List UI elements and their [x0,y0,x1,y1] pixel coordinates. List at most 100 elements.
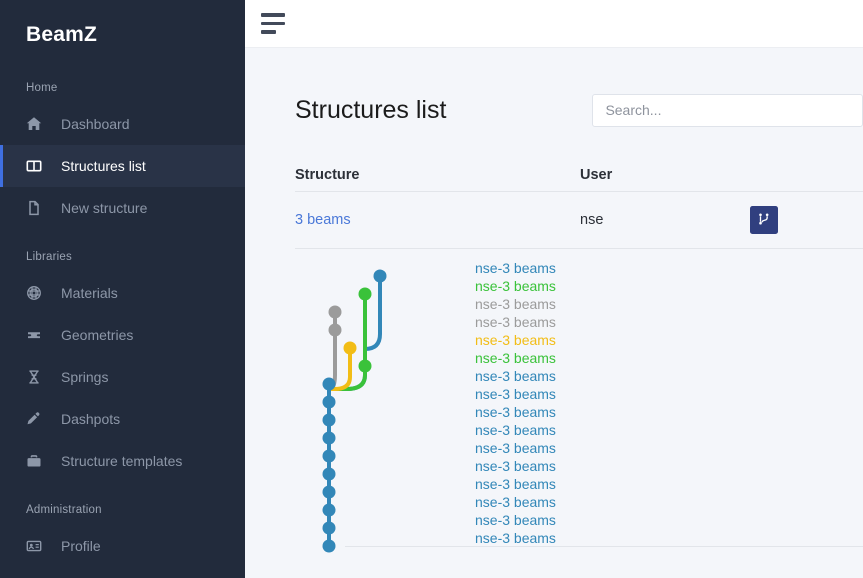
sidebar-item-label-profile: Profile [61,538,101,554]
commit-node[interactable] [358,287,372,301]
commit-label[interactable]: nse-3 beams [475,332,556,348]
commit-label[interactable]: nse-3 beams [475,530,556,546]
sidebar: BeamZ Home Dashboard Structures list [0,0,245,578]
sidebar-section-administration: Administration Profile [0,492,245,567]
brand-text: BeamZ [26,23,98,46]
commit-label[interactable]: nse-3 beams [475,314,556,330]
commit-node[interactable] [322,395,336,409]
commit-label[interactable]: nse-3 beams [475,278,556,294]
commit-label[interactable]: nse-3 beams [475,296,556,312]
code-branch-icon [757,212,771,229]
commit-node[interactable] [328,305,342,319]
commit-node[interactable] [322,467,336,481]
edge-gray-branch [327,310,337,391]
sidebar-item-label-dashpots: Dashpots [61,411,121,427]
commit-graph-labels: nse-3 beams nse-3 beams nse-3 beams nse-… [475,259,556,547]
beam-section-icon [26,327,52,343]
topbar [245,0,863,48]
sidebar-item-label-geometries: Geometries [61,327,134,343]
briefcase-icon [26,453,52,469]
sidebar-item-dashboard[interactable]: Dashboard [0,103,245,145]
home-icon [26,116,52,132]
structures-table: Structure User 3 beams nse [295,158,863,249]
sidebar-item-label-structures-list: Structures list [61,158,146,174]
column-header-structure: Structure [295,166,360,183]
edge-blue-branch [363,274,382,351]
sidebar-item-label-structure-templates: Structure templates [61,453,183,469]
columns-icon [26,158,52,174]
sidebar-item-label-new-structure: New structure [61,200,148,216]
commit-label[interactable]: nse-3 beams [475,494,556,510]
sidebar-section-home: Home Dashboard Structures list [0,70,245,229]
hamburger-line-2 [261,21,285,26]
code-branch-button[interactable] [750,206,778,234]
hamburger-icon[interactable] [261,13,289,35]
commit-label[interactable]: nse-3 beams [475,512,556,528]
brand[interactable]: BeamZ [0,0,245,70]
commit-node[interactable] [322,449,336,463]
commit-node[interactable] [322,377,336,391]
structure-link[interactable]: 3 beams [295,212,351,228]
commit-label[interactable]: nse-3 beams [475,422,556,438]
commit-node[interactable] [322,485,336,499]
sidebar-item-label-dashboard: Dashboard [61,116,130,132]
sidebar-item-profile[interactable]: Profile [0,525,245,567]
sidebar-item-structures-list[interactable]: Structures list [0,145,245,187]
commit-node[interactable] [328,323,342,337]
commit-label[interactable]: nse-3 beams [475,476,556,492]
search-wrapper [592,93,863,127]
sidebar-item-label-springs: Springs [61,369,109,385]
hamburger-line-1 [261,13,285,17]
commit-node[interactable] [322,503,336,517]
search-input[interactable] [592,93,863,127]
commit-node[interactable] [322,413,336,427]
commit-node[interactable] [322,521,336,535]
sidebar-section-title-administration: Administration [26,504,102,516]
table-header-row: Structure User [295,158,863,192]
hourglass-spring-icon [26,369,52,385]
main-area: Structures list Structure User 3 beams n… [245,0,863,578]
edge-green-branch [327,292,367,391]
commit-graph-svg [322,269,387,553]
commit-label[interactable]: nse-3 beams [475,458,556,474]
commit-node[interactable] [322,539,336,553]
bottom-divider [345,546,863,547]
commit-node[interactable] [343,341,357,355]
commit-node[interactable] [322,431,336,445]
file-icon [26,200,52,216]
sidebar-spacer-2 [0,482,245,492]
commit-nodes [322,269,387,553]
dashpot-pen-icon [26,411,52,427]
commit-label[interactable]: nse-3 beams [475,350,556,366]
commit-node[interactable] [373,269,387,283]
id-card-icon [26,538,52,554]
commit-label[interactable]: nse-3 beams [475,260,556,276]
cell-structure: 3 beams [295,212,580,228]
page-content: Structures list Structure User 3 beams n… [245,48,863,578]
table-row: 3 beams nse [295,192,863,249]
page-title: Structures list [295,95,447,124]
cell-user: nse [580,212,604,228]
page-header: Structures list [295,88,863,132]
commit-label[interactable]: nse-3 beams [475,368,556,384]
sidebar-item-new-structure[interactable]: New structure [0,187,245,229]
material-circle-icon [26,285,52,301]
commit-label[interactable]: nse-3 beams [475,404,556,420]
commit-graph: nse-3 beams nse-3 beams nse-3 beams nse-… [295,259,863,559]
sidebar-section-title-home: Home [26,82,58,94]
sidebar-item-structure-templates[interactable]: Structure templates [0,440,245,482]
edge-yellow-branch [327,346,352,391]
commit-label[interactable]: nse-3 beams [475,440,556,456]
sidebar-item-dashpots[interactable]: Dashpots [0,398,245,440]
sidebar-item-materials[interactable]: Materials [0,272,245,314]
hamburger-line-3 [261,30,276,34]
commit-node[interactable] [358,359,372,373]
sidebar-section-libraries: Libraries Materials Geometrie [0,239,245,482]
sidebar-section-title-libraries: Libraries [26,251,72,263]
sidebar-spacer-1 [0,229,245,239]
sidebar-item-label-materials: Materials [61,285,118,301]
commit-label[interactable]: nse-3 beams [475,386,556,402]
sidebar-item-springs[interactable]: Springs [0,356,245,398]
sidebar-item-geometries[interactable]: Geometries [0,314,245,356]
